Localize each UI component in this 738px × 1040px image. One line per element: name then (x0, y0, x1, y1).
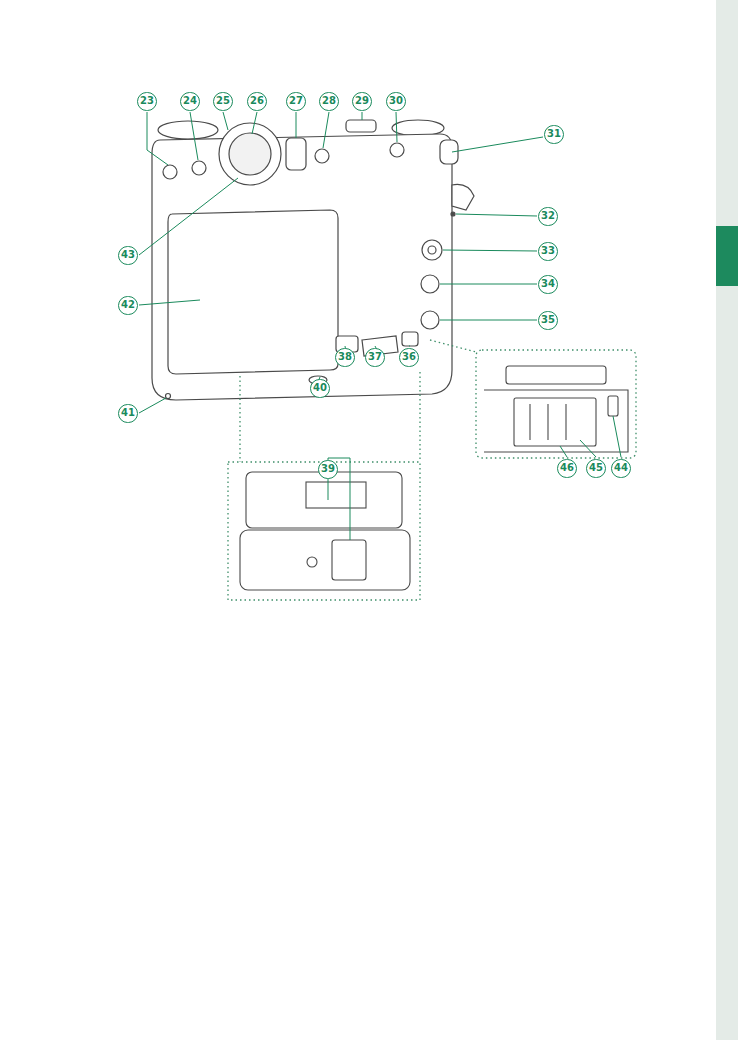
eye-sensor (286, 138, 306, 170)
button (440, 140, 458, 164)
callout-number: 27 (286, 92, 306, 111)
callout-number: 37 (365, 348, 385, 367)
camera-body (152, 134, 452, 400)
button (315, 149, 329, 163)
callout-number: 33 (538, 242, 558, 261)
leader-line (580, 440, 596, 457)
leader-line (139, 300, 200, 305)
dial (158, 121, 218, 139)
button (192, 161, 206, 175)
leader-line (296, 112, 297, 138)
inset-guide (419, 372, 420, 462)
button (163, 165, 177, 179)
focus-lever (422, 240, 442, 260)
inset-guide (239, 376, 240, 462)
slot-latch (608, 396, 618, 416)
callout-number: 23 (137, 92, 157, 111)
leader-line (409, 346, 410, 347)
callout-number: 26 (247, 92, 267, 111)
focus-lever (428, 246, 436, 254)
leader-line (190, 112, 198, 160)
leader-lines (139, 112, 621, 540)
leader-line (252, 112, 257, 134)
callout-number: 43 (118, 246, 138, 265)
leader-line (613, 416, 621, 457)
callout-number: 29 (352, 92, 372, 111)
slot-contact (565, 404, 566, 440)
slot-contact (529, 404, 530, 440)
leader-line (560, 446, 567, 457)
command-dial (346, 120, 376, 132)
callout-number: 34 (538, 275, 558, 294)
leader-line (443, 250, 537, 251)
card-slot (514, 398, 596, 446)
callout-number: 44 (611, 459, 631, 478)
camera-side (484, 390, 628, 452)
tripod-socket (307, 557, 317, 567)
indicator-lamp (451, 212, 455, 216)
leader-line (147, 112, 168, 165)
callout-number: 45 (586, 459, 606, 478)
eyelet (166, 394, 171, 399)
leader-line (223, 112, 228, 130)
eyecup (219, 123, 281, 185)
lcd-monitor (168, 210, 338, 374)
leader-line (440, 320, 537, 321)
callout-number: 24 (180, 92, 200, 111)
callout-number: 46 (557, 459, 577, 478)
callout-number: 25 (213, 92, 233, 111)
eyepiece (229, 133, 271, 175)
leader-line (440, 284, 537, 285)
slot-contact (547, 404, 548, 440)
leader-line (456, 214, 537, 216)
callout-number: 39 (318, 460, 338, 479)
chapter-tab (716, 226, 738, 286)
button (421, 275, 439, 293)
door-detail (306, 482, 366, 508)
inset-frame (476, 350, 636, 458)
callout-number: 41 (118, 404, 138, 423)
callout-number: 31 (544, 125, 564, 144)
leader-line (396, 112, 397, 142)
callout-number: 38 (335, 348, 355, 367)
strap-lug (452, 184, 474, 210)
callout-number: 36 (399, 348, 419, 367)
leader-line (362, 112, 363, 120)
door-hinge (506, 366, 606, 384)
callout-number: 30 (386, 92, 406, 111)
callout-number: 42 (118, 296, 138, 315)
leader-line (452, 137, 543, 152)
side-band (716, 0, 738, 1040)
callout-number: 32 (538, 207, 558, 226)
callout-number: 28 (319, 92, 339, 111)
leader-line (139, 398, 166, 413)
inset-frame (228, 462, 420, 600)
callout-number: 35 (538, 311, 558, 330)
leader-line (323, 112, 329, 148)
card-cover (402, 332, 418, 346)
leader-line (139, 178, 238, 255)
inset-guide (430, 340, 476, 352)
camera-bottom (240, 530, 410, 590)
battery-chamber (332, 540, 366, 580)
button (421, 311, 439, 329)
button (390, 143, 404, 157)
callout-number: 40 (310, 379, 330, 398)
battery-door-open (246, 472, 402, 528)
